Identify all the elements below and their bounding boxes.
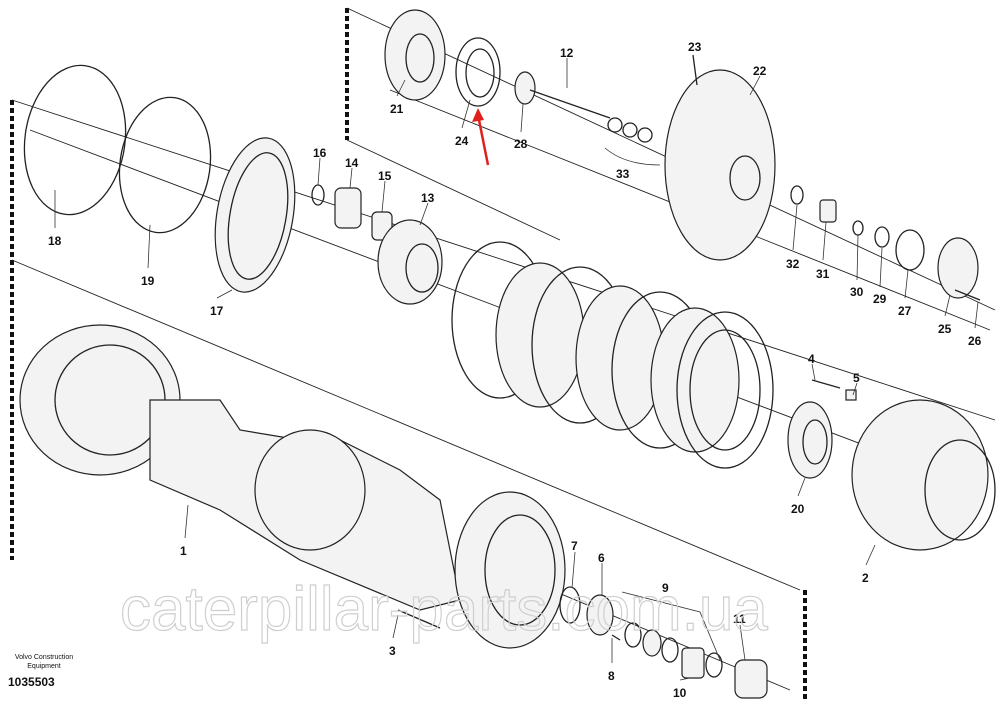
callout-28: 28	[514, 137, 528, 151]
callout-6: 6	[598, 551, 605, 565]
pinion-parts	[311, 184, 393, 241]
callout-33: 33	[616, 167, 630, 181]
callout-12: 12	[560, 46, 574, 60]
callout-20: 20	[791, 502, 805, 516]
bottom-row-parts	[559, 586, 768, 699]
callout-21: 21	[390, 102, 404, 116]
callout-5: 5	[853, 371, 860, 385]
callout-25: 25	[938, 322, 952, 336]
brake-disc-pack	[451, 241, 774, 469]
callout-26: 26	[968, 334, 982, 348]
ring-gear-17	[214, 137, 296, 293]
callout-3: 3	[389, 644, 396, 658]
callout-22: 22	[753, 64, 767, 78]
callout-labels: 1 2 3 4 5 6 7 8 9 10 11 12 13 14 15 16 1…	[48, 40, 982, 700]
publisher-label: Volvo Construction Equipment	[14, 654, 74, 670]
o-rings-18-19	[23, 64, 212, 234]
callout-18: 18	[48, 234, 62, 248]
callout-23: 23	[688, 40, 702, 54]
callout-4: 4	[808, 352, 815, 366]
callout-27: 27	[898, 304, 912, 318]
callout-24: 24	[455, 134, 469, 148]
axle-housing-1	[19, 324, 566, 649]
hub-2-and-bearing-20	[787, 379, 996, 551]
callout-9: 9	[662, 581, 669, 595]
callout-31: 31	[816, 267, 830, 281]
callout-29: 29	[873, 292, 887, 306]
drawing-number: 1035503	[8, 675, 55, 689]
callout-16: 16	[313, 146, 327, 160]
callout-11: 11	[733, 612, 746, 626]
callout-2: 2	[862, 571, 869, 585]
top-row-parts	[384, 9, 981, 301]
callout-8: 8	[608, 669, 615, 683]
callout-14: 14	[345, 156, 359, 170]
callout-1: 1	[180, 544, 187, 558]
watermark: caterpillar-parts.com.ua	[120, 575, 768, 644]
callout-13: 13	[421, 191, 435, 205]
callout-19: 19	[141, 274, 155, 288]
assembly-frames	[10, 7, 996, 700]
callout-32: 32	[786, 257, 800, 271]
callout-30: 30	[850, 285, 864, 299]
callout-10: 10	[673, 686, 687, 700]
highlight-arrow	[472, 108, 490, 166]
callout-17: 17	[210, 304, 224, 318]
leader-lines	[54, 58, 979, 681]
sun-gear-13	[377, 219, 443, 305]
callout-15: 15	[378, 169, 392, 183]
callout-7: 7	[571, 539, 578, 553]
